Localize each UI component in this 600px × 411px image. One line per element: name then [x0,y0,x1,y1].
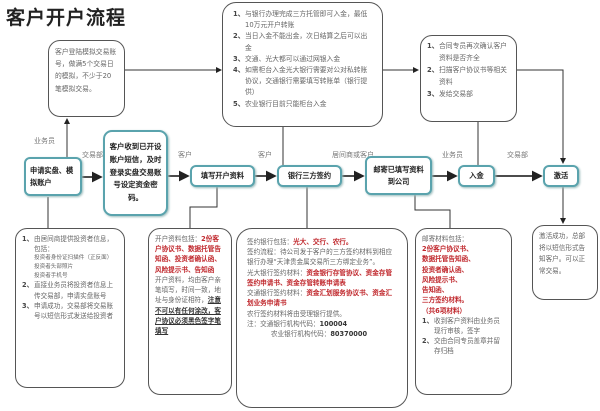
arrow-contract-to-activate [517,69,566,164]
edge-label-trading-dept: 交易部 [507,151,528,159]
bank-sign-note: 签约银行包括：光大、交行、农行。 签约流程：待公司发于客户的三方签约材料到相应银… [236,228,408,408]
step-apply-account: 申请实盘、模拟账户 [24,157,82,196]
simulation-note: 客户登陆模拟交易账号，做满5个交易日的模拟，不少于20笔模拟交易。 [48,40,125,117]
fill-forms-note: 开户资料包括：2份客户协议书、数据托管告知函、投资者确认函、风险提示书、告知函 … [148,228,232,395]
bank-deposit-note: 1、与银行办理完成三方托管即可入金，最低10万元开户转账 2、当日入金不能出金，… [222,2,383,127]
edge-label-broker-or-client: 居间商或客户 [332,151,374,159]
edge-label-trading-dept: 交易部 [82,151,103,159]
edge-label-client: 客户 [258,151,272,159]
step-deposit: 入金 [458,165,495,187]
mail-documents-note: 邮寄材料包括： 2份客户协议书、 数据托管告知函、 投资者确认函、 风险提示书、… [415,228,512,395]
contract-review-note: 1、合同专员再次确认客户资料是否齐全 2、扫描客户协议书等相关资料 3、发给交易… [420,35,517,122]
step-receive-sms: 客户收到已开设账户短信，及时登录实盘交易账号设定资金密码。 [103,130,168,216]
edge-label-client: 客户 [178,151,192,159]
edge-label-salesman: 业务员 [34,137,55,145]
apply-note: 1、由居间商提供投资者信息，包括： 投资者身份证扫描件（正反面） 投资者头部照片… [15,228,125,388]
step-activate: 激活 [543,165,579,187]
page-title: 客户开户流程 [6,7,127,29]
step-mail-documents: 邮寄已填写资料到公司 [365,156,432,195]
activate-note: 激活成功，总部将以短信形式告知客户。可以正常交易。 [532,225,598,300]
step-bank-sign: 银行三方签约 [277,165,342,187]
edge-label-salesman: 业务员 [442,151,463,159]
step-fill-forms: 填写开户资料 [190,165,255,187]
